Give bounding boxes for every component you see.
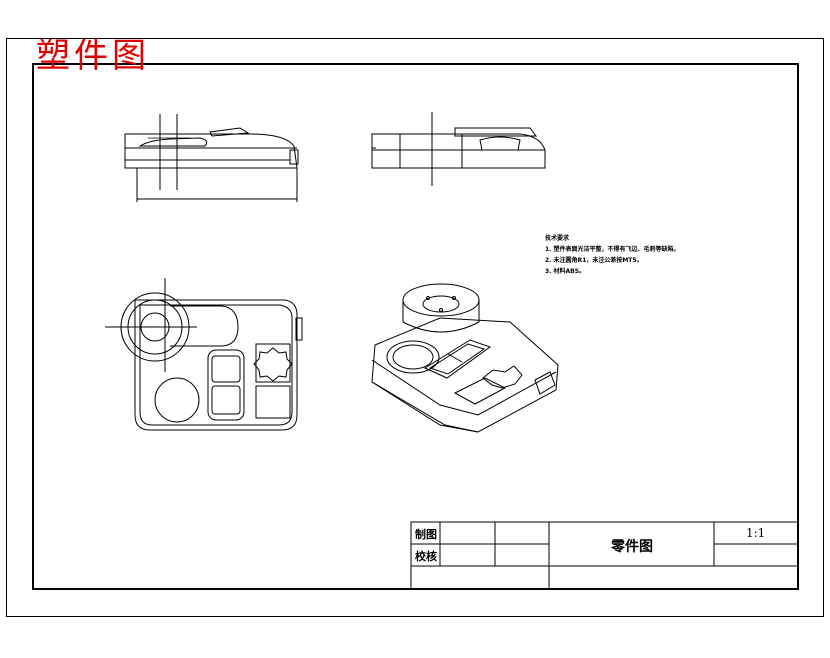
outer-border <box>6 38 824 617</box>
scale-value: 1:1 <box>746 526 766 540</box>
isometric-view <box>371 283 559 433</box>
notes-item-2: 2. 未注圆角R1，未注公差按MT5。 <box>545 257 643 264</box>
notes-item-3: 3. 材料ABS。 <box>545 268 586 275</box>
checked-label: 校核 <box>415 550 437 563</box>
drawn-label: 制图 <box>415 528 437 541</box>
side-view <box>371 112 546 186</box>
part-name: 零件图 <box>611 539 653 555</box>
notes-item-1: 1. 塑件表面光洁平整，不得有飞边、毛刺等缺陷。 <box>545 246 680 253</box>
front-view <box>124 114 299 202</box>
title-block <box>410 521 799 590</box>
notes-heading: 技术要求 <box>545 235 570 242</box>
plan-view <box>105 278 303 431</box>
drawing-red-title: 塑件图 <box>36 36 150 76</box>
technical-notes: 技术要求 1. 塑件表面光洁平整，不得有飞边、毛刺等缺陷。 2. 未注圆角R1，… <box>545 233 680 277</box>
